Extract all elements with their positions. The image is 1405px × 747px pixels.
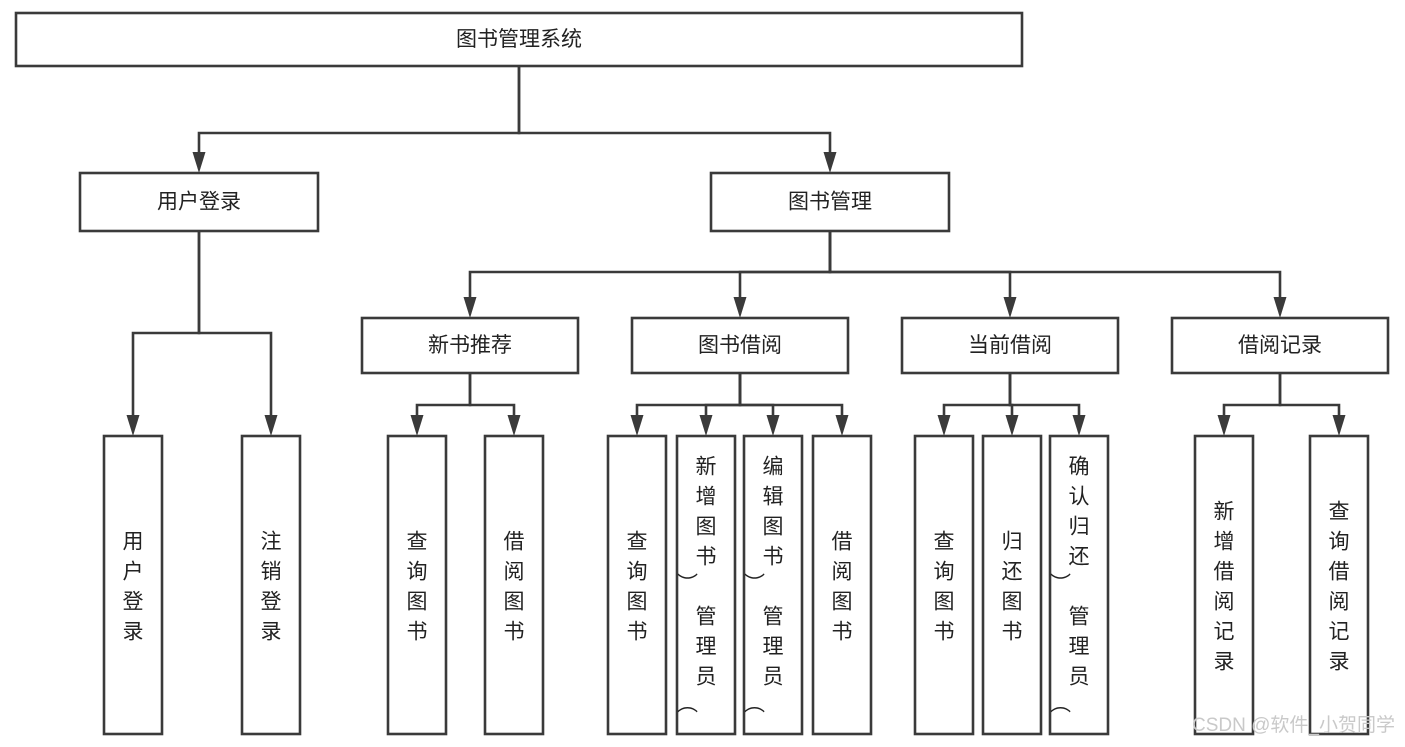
arrow-head-icon: [699, 415, 713, 436]
arrow-head-icon: [1273, 297, 1287, 318]
node-leaf-query-book-3[interactable]: 查询图书: [913, 434, 975, 736]
node-current-borrow[interactable]: 当前借阅: [900, 316, 1120, 375]
node-layer: 图书管理系统用户登录图书管理新书推荐图书借阅当前借阅借阅记录用户登录注销登录查询…: [14, 11, 1390, 736]
node-borrow-record[interactable]: 借阅记录: [1170, 316, 1390, 375]
node-box[interactable]: [1048, 434, 1110, 736]
connector: [410, 373, 472, 436]
node-box[interactable]: [240, 434, 302, 736]
connector-layer: [126, 66, 1346, 436]
node-box[interactable]: [675, 434, 737, 736]
node-label: 图书管理: [788, 191, 872, 214]
node-label: 新增借阅记录: [1214, 500, 1235, 673]
node-box[interactable]: [709, 171, 951, 233]
arrow-head-icon: [766, 415, 780, 436]
node-label: 借阅图书: [832, 530, 853, 643]
node-label: 当前借阅: [968, 334, 1052, 357]
arrow-head-icon: [835, 415, 849, 436]
node-box[interactable]: [742, 434, 804, 736]
arrow-head-icon: [264, 415, 278, 436]
connector: [463, 231, 832, 318]
node-box[interactable]: [483, 434, 545, 736]
arrow-head-icon: [630, 415, 644, 436]
node-box[interactable]: [811, 434, 873, 736]
node-book-manage[interactable]: 图书管理: [709, 171, 951, 233]
node-box[interactable]: [360, 316, 580, 375]
connector: [738, 373, 849, 436]
node-box[interactable]: [14, 11, 1024, 68]
node-label: 图书管理系统: [456, 28, 582, 51]
node-label: 借阅图书: [504, 530, 525, 643]
connector: [828, 231, 1287, 318]
node-label: 查询图书: [407, 530, 428, 643]
node-label: 确认归还（管理员）: [1051, 455, 1090, 713]
node-leaf-return-book[interactable]: 归还图书: [981, 434, 1043, 736]
node-leaf-query-book-2[interactable]: 查询图书: [606, 434, 668, 736]
arrow-head-icon: [733, 297, 747, 318]
connector: [517, 66, 837, 173]
connector: [828, 231, 1017, 318]
arrow-head-icon: [1072, 415, 1086, 436]
connector: [1217, 373, 1282, 436]
node-box[interactable]: [900, 316, 1120, 375]
node-label: 新增图书（管理员）: [678, 455, 717, 713]
node-box[interactable]: [386, 434, 448, 736]
node-leaf-edit-book-admin[interactable]: 编辑图书（管理员）: [742, 434, 804, 736]
connector: [937, 373, 1012, 436]
node-label: 归还图书: [1002, 530, 1023, 643]
connector: [197, 231, 278, 436]
node-user-login[interactable]: 用户登录: [78, 171, 320, 233]
node-box[interactable]: [981, 434, 1043, 736]
node-box[interactable]: [913, 434, 975, 736]
arrow-head-icon: [1332, 415, 1346, 436]
arrow-head-icon: [1003, 297, 1017, 318]
node-box[interactable]: [606, 434, 668, 736]
arrow-head-icon: [823, 152, 837, 173]
node-book-borrow[interactable]: 图书借阅: [630, 316, 850, 375]
connector: [192, 66, 521, 173]
node-box[interactable]: [78, 171, 320, 233]
node-leaf-logout-login[interactable]: 注销登录: [240, 434, 302, 736]
connector: [126, 231, 201, 436]
node-label: 查询图书: [627, 530, 648, 643]
node-label: 查询图书: [934, 530, 955, 643]
node-leaf-borrow-book-1[interactable]: 借阅图书: [483, 434, 545, 736]
node-label: 编辑图书（管理员）: [745, 455, 784, 713]
node-label: 用户登录: [157, 191, 241, 214]
arrow-head-icon: [937, 415, 951, 436]
csdn-watermark: CSDN @软件_小贺同学: [1192, 714, 1395, 736]
arrow-head-icon: [192, 152, 206, 173]
node-label: 注销登录: [261, 530, 282, 643]
arrow-head-icon: [507, 415, 521, 436]
connector: [699, 373, 742, 436]
arrow-head-icon: [126, 415, 140, 436]
node-label: 图书借阅: [698, 334, 782, 357]
node-leaf-confirm-return-admin[interactable]: 确认归还（管理员）: [1048, 434, 1110, 736]
node-root[interactable]: 图书管理系统: [14, 11, 1024, 68]
node-label: 借阅记录: [1238, 334, 1322, 357]
node-box[interactable]: [1193, 434, 1255, 736]
node-leaf-add-borrow-record[interactable]: 新增借阅记录: [1193, 434, 1255, 736]
connector: [1008, 373, 1086, 436]
node-leaf-query-borrow-record[interactable]: 查询借阅记录: [1308, 434, 1370, 736]
node-leaf-query-book-1[interactable]: 查询图书: [386, 434, 448, 736]
connector: [468, 373, 521, 436]
arrow-head-icon: [1217, 415, 1231, 436]
node-label: 用户登录: [123, 530, 144, 643]
node-leaf-user-login[interactable]: 用户登录: [102, 434, 164, 736]
arrow-head-icon: [410, 415, 424, 436]
node-label: 新书推荐: [428, 334, 512, 357]
node-box[interactable]: [1170, 316, 1390, 375]
connector: [733, 231, 832, 318]
node-box[interactable]: [102, 434, 164, 736]
arrow-head-icon: [463, 297, 477, 318]
node-leaf-borrow-book-2[interactable]: 借阅图书: [811, 434, 873, 736]
node-new-book-recommend[interactable]: 新书推荐: [360, 316, 580, 375]
node-leaf-add-book-admin[interactable]: 新增图书（管理员）: [675, 434, 737, 736]
arrow-head-icon: [1005, 415, 1019, 436]
node-box[interactable]: [630, 316, 850, 375]
node-box[interactable]: [1308, 434, 1370, 736]
node-label: 查询借阅记录: [1329, 500, 1350, 673]
connector: [1278, 373, 1346, 436]
